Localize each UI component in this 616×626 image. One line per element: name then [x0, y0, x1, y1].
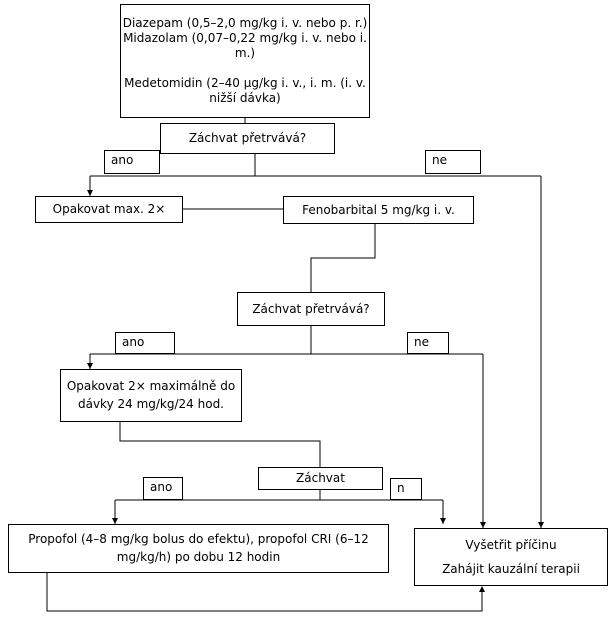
yes1-label: ano	[104, 150, 160, 174]
phenobarbital-box: Fenobarbital 5 mg/kg i. v.	[283, 196, 474, 224]
start-medication-box: Diazepam (0,5–2,0 mg/kg i. v. nebo p. r.…	[120, 4, 370, 118]
connector-repeat2-question3	[119, 422, 321, 467]
arrowhead-cause-from-question2	[480, 522, 486, 528]
start-line: Midazolam (0,07–0,22 mg/kg i. v. nebo i.	[123, 31, 367, 45]
arrowhead-repeat2	[87, 363, 93, 369]
no3-label: n	[390, 478, 422, 500]
connector-phenobarbital-question2	[310, 224, 376, 292]
question3-box: Záchvat	[258, 467, 383, 490]
start-line: m.)	[234, 46, 256, 60]
question2-text: Záchvat přetrvává?	[252, 301, 370, 316]
yes2-label: ano	[115, 332, 175, 354]
connector-propofol-cause	[46, 573, 483, 612]
propofol-line: mg/kg/h) po dobu 12 hodin	[116, 550, 281, 564]
question1-text: Záchvat přetrvává?	[188, 131, 307, 145]
propofol-line: Propofol (4–8 mg/kg bolus do efektu), pr…	[28, 532, 369, 546]
phenobarbital-text: Fenobarbital 5 mg/kg i. v.	[302, 202, 455, 217]
arrowhead-cause-from-question3	[440, 518, 446, 524]
question2-box: Záchvat přetrvává?	[237, 292, 385, 326]
start-line: nižší dávka)	[209, 91, 281, 105]
no1-label: ne	[425, 150, 481, 174]
arrowhead-repeat1	[87, 190, 93, 196]
arrowhead-cause-from-question1	[538, 522, 544, 528]
cause-line: Zahájit kauzální terapii	[442, 561, 580, 576]
cause-box: Vyšetřit příčinu Zahájit kauzální terapi…	[414, 528, 608, 586]
start-line: Diazepam (0,5–2,0 mg/kg i. v. nebo p. r.…	[122, 16, 368, 30]
yes3-label: ano	[143, 477, 183, 500]
repeat2-box: Opakovat 2× maximálně do dávky 24 mg/kg/…	[60, 369, 242, 422]
question1-box: Záchvat přetrvává?	[160, 123, 335, 154]
start-line: Medetomidin (2–40 µg/kg i. v., i. m. (i.…	[124, 76, 366, 90]
repeat1-box: Opakovat max. 2×	[35, 196, 183, 223]
repeat1-text: Opakovat max. 2×	[52, 202, 166, 216]
no2-label: ne	[407, 332, 449, 354]
propofol-box: Propofol (4–8 mg/kg bolus do efektu), pr…	[8, 524, 389, 573]
cause-line: Vyšetřit příčinu	[465, 537, 557, 552]
question3-text: Záchvat	[296, 471, 345, 485]
arrowhead-propofol	[112, 518, 118, 524]
repeat2-line: Opakovat 2× maximálně do	[66, 379, 236, 393]
arrowhead-cause-from-propofol	[479, 586, 485, 592]
repeat2-line: dávky 24 mg/kg/24 hod.	[77, 397, 224, 411]
